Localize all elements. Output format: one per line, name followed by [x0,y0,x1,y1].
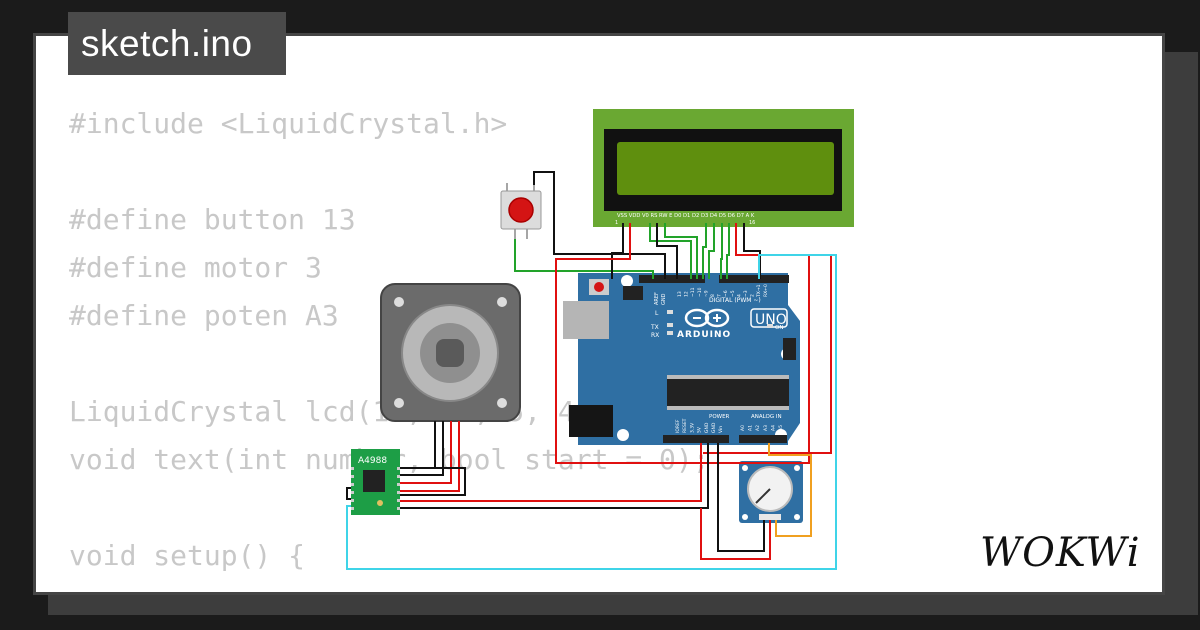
analog-pin-label: A2 [755,425,761,431]
power-pin-label: RESET [682,418,688,433]
power-pin-label: IOREF [675,419,681,433]
digital-pin-label: TX→1 [756,284,762,298]
digital-pin-label: ~11 [690,287,696,297]
stepper-motor[interactable] [380,283,521,422]
led-tx-label: TX [650,324,659,331]
reset-button[interactable] [594,282,604,292]
code-line: #define poten A3 [69,299,339,332]
lcd-pin-last: 16 [749,220,755,226]
wires [346,171,837,570]
digital-label: DIGITAL (PWM ~) [709,297,761,304]
digital-pin-label: 7 [717,294,723,297]
circuit-diagram[interactable]: VSS VDD V0 RS RW E D0 D1 D2 D3 D4 D5 D6 … [36,36,1165,595]
wokwi-logo-text: WOKWi [980,530,1141,576]
project-preview-card[interactable]: #include <LiquidCrystal.h> #define button… [33,33,1165,595]
digital-pin-label: 8 [710,294,716,297]
digital-pin-label: 12 [684,291,690,297]
driver-label: A4988 [358,456,387,466]
power-pin-label: 5V [697,426,703,433]
analog-pin-label: A0 [740,425,746,431]
push-button[interactable] [500,183,542,239]
arduino-logo-icon [684,308,730,328]
analog-pin-label: A1 [748,425,754,431]
on-led-label: ON [775,325,783,331]
arduino-uno[interactable]: UNO ARDUINO DIGITAL (PWM ~) POWER ANALOG… [563,273,800,445]
led-l-label: L [655,310,659,317]
a4988-driver[interactable]: A4988 [351,449,400,515]
analog-label: ANALOG IN [751,414,782,420]
digital-pin-label: 2 [750,294,756,297]
analog-pin-label: A3 [763,425,769,431]
digital-pin-label: ~10 [697,287,703,297]
digital-pin-label: 13 [677,291,683,297]
code-line: void setup() { [69,539,306,572]
board-brand: ARDUINO [677,330,731,340]
potentiometer[interactable] [739,461,803,523]
led-rx-label: RX [651,332,659,339]
power-label: POWER [709,414,730,420]
motor-shaft [436,339,464,367]
lcd-screen [617,142,834,195]
digital-pin-label: ~9 [703,290,709,297]
digital-pin-label: ~5 [730,290,736,297]
lcd-display[interactable]: VSS VDD V0 RS RW E D0 D1 D2 D3 D4 D5 D6 … [593,109,854,227]
lcd-pin-labels: VSS VDD V0 RS RW E D0 D1 D2 D3 D4 D5 D6 … [617,213,755,219]
code-line: #include <LiquidCrystal.h> [69,107,508,140]
board-model: UNO [755,312,787,328]
driver-chip [363,470,385,492]
button-cap[interactable] [508,197,534,223]
power-pin-label: GND [704,422,710,433]
code-line: #define button 13 [69,203,356,236]
power-pin-label: 3.3V [689,422,695,433]
wokwi-logo: WOKWi [980,530,1141,576]
lcd-pin-first: 1 [615,220,618,226]
file-tab[interactable]: sketch.ino [68,12,286,75]
digital-pin-label: ~6 [723,290,729,297]
code-line: pinMode(button, INPUT_PULLUP); [69,580,710,592]
power-jack [569,405,613,437]
aref-label: AREF [654,292,660,305]
power-pin-label: Vin [718,426,724,433]
analog-pin-label: A5 [778,425,784,431]
code-line: #define motor 3 [69,251,322,284]
power-pin-label: GND [711,422,717,433]
atmega-chip [667,379,789,406]
digital-pin-label: 4 [736,294,742,297]
analog-pin-label: A4 [770,425,776,431]
digital-pin-label: ~3 [743,290,749,297]
usb-port [563,301,609,339]
digital-pin-label: RX←0 [763,284,769,297]
gnd-label: GND [661,293,667,305]
